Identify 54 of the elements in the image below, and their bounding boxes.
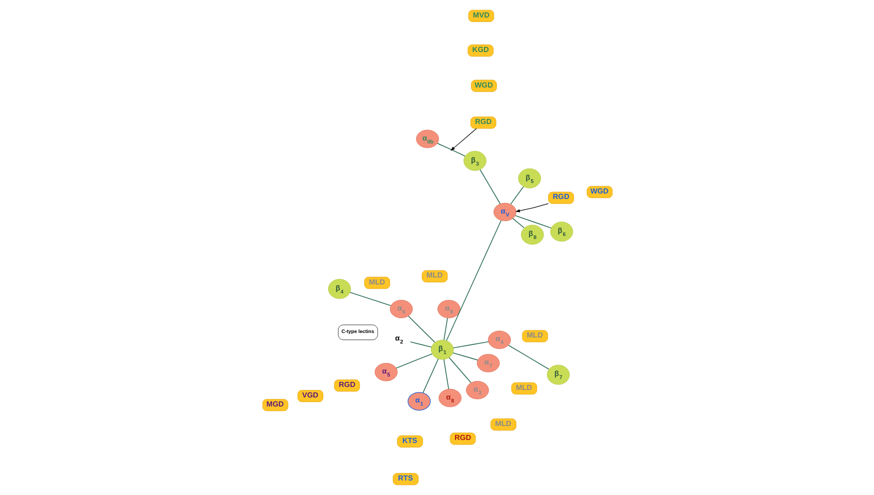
- node-ellipse: α$_{9}$: [437, 300, 460, 318]
- node-ellipse: β$_{5}$: [518, 168, 540, 188]
- node-box: MLD: [522, 330, 548, 342]
- node-box: MLD: [421, 270, 448, 282]
- node-ellipse: α$_{1}$: [407, 392, 430, 411]
- node-box: RGD: [548, 192, 574, 204]
- node-ellipse: α$_{5}$: [374, 362, 398, 382]
- node-box: RGD: [470, 116, 496, 129]
- node-ellipse: α$_{6}$: [389, 300, 412, 318]
- connector: [512, 218, 524, 228]
- node-ellipse: β$_{4}$: [328, 278, 350, 299]
- arrow: [450, 128, 476, 151]
- connector: [448, 357, 471, 384]
- connector: [443, 359, 449, 390]
- arrow: [514, 203, 548, 212]
- node-ellipse: β$_{8}$: [520, 224, 544, 245]
- connector: [446, 220, 501, 342]
- connector: [409, 341, 432, 348]
- connector: [349, 292, 391, 306]
- connector: [395, 353, 432, 368]
- node-ellipse: β$_{3}$: [463, 150, 486, 171]
- node-box: MGD: [262, 399, 288, 412]
- node-box: MVD: [468, 10, 494, 22]
- connector: [422, 358, 438, 394]
- node-ellipse: α$_{7}$: [476, 354, 500, 372]
- node-box: WGD: [470, 80, 496, 92]
- node-ellipse: α$_{4}$: [488, 330, 510, 349]
- node-ellipse: β$_{7}$: [546, 364, 570, 385]
- connector: [443, 318, 448, 340]
- node-box: MLD: [510, 382, 537, 394]
- connector: [514, 215, 552, 228]
- connector: [452, 352, 478, 360]
- node-ellipse: β$_{1}$: [430, 340, 454, 360]
- connector: [479, 169, 500, 204]
- node-ellipse: α$_{8}$: [438, 388, 461, 408]
- connector: [407, 316, 435, 343]
- connector: [508, 344, 549, 370]
- connector: [510, 186, 524, 205]
- node-box: MLD: [490, 418, 516, 431]
- node-box: KTS: [396, 435, 422, 448]
- node-ellipse: α$_{V}$: [493, 202, 516, 222]
- node-box: RGD: [449, 432, 476, 445]
- node-box: RTS: [392, 473, 418, 486]
- node-ellipse: α$_{3}$: [466, 380, 488, 400]
- node-box: VGD: [297, 390, 323, 402]
- node-ellipse: α$_{IIb}$: [416, 130, 438, 148]
- node-box: WGD: [586, 186, 612, 198]
- node-box: MLD: [364, 276, 390, 289]
- node-ellipse: β$_{6}$: [550, 222, 573, 242]
- node-text: α$_{2}$: [394, 333, 403, 346]
- connector: [436, 142, 465, 157]
- node-box: KGD: [467, 44, 493, 57]
- connector: [452, 341, 488, 348]
- node-box: RGD: [334, 380, 360, 392]
